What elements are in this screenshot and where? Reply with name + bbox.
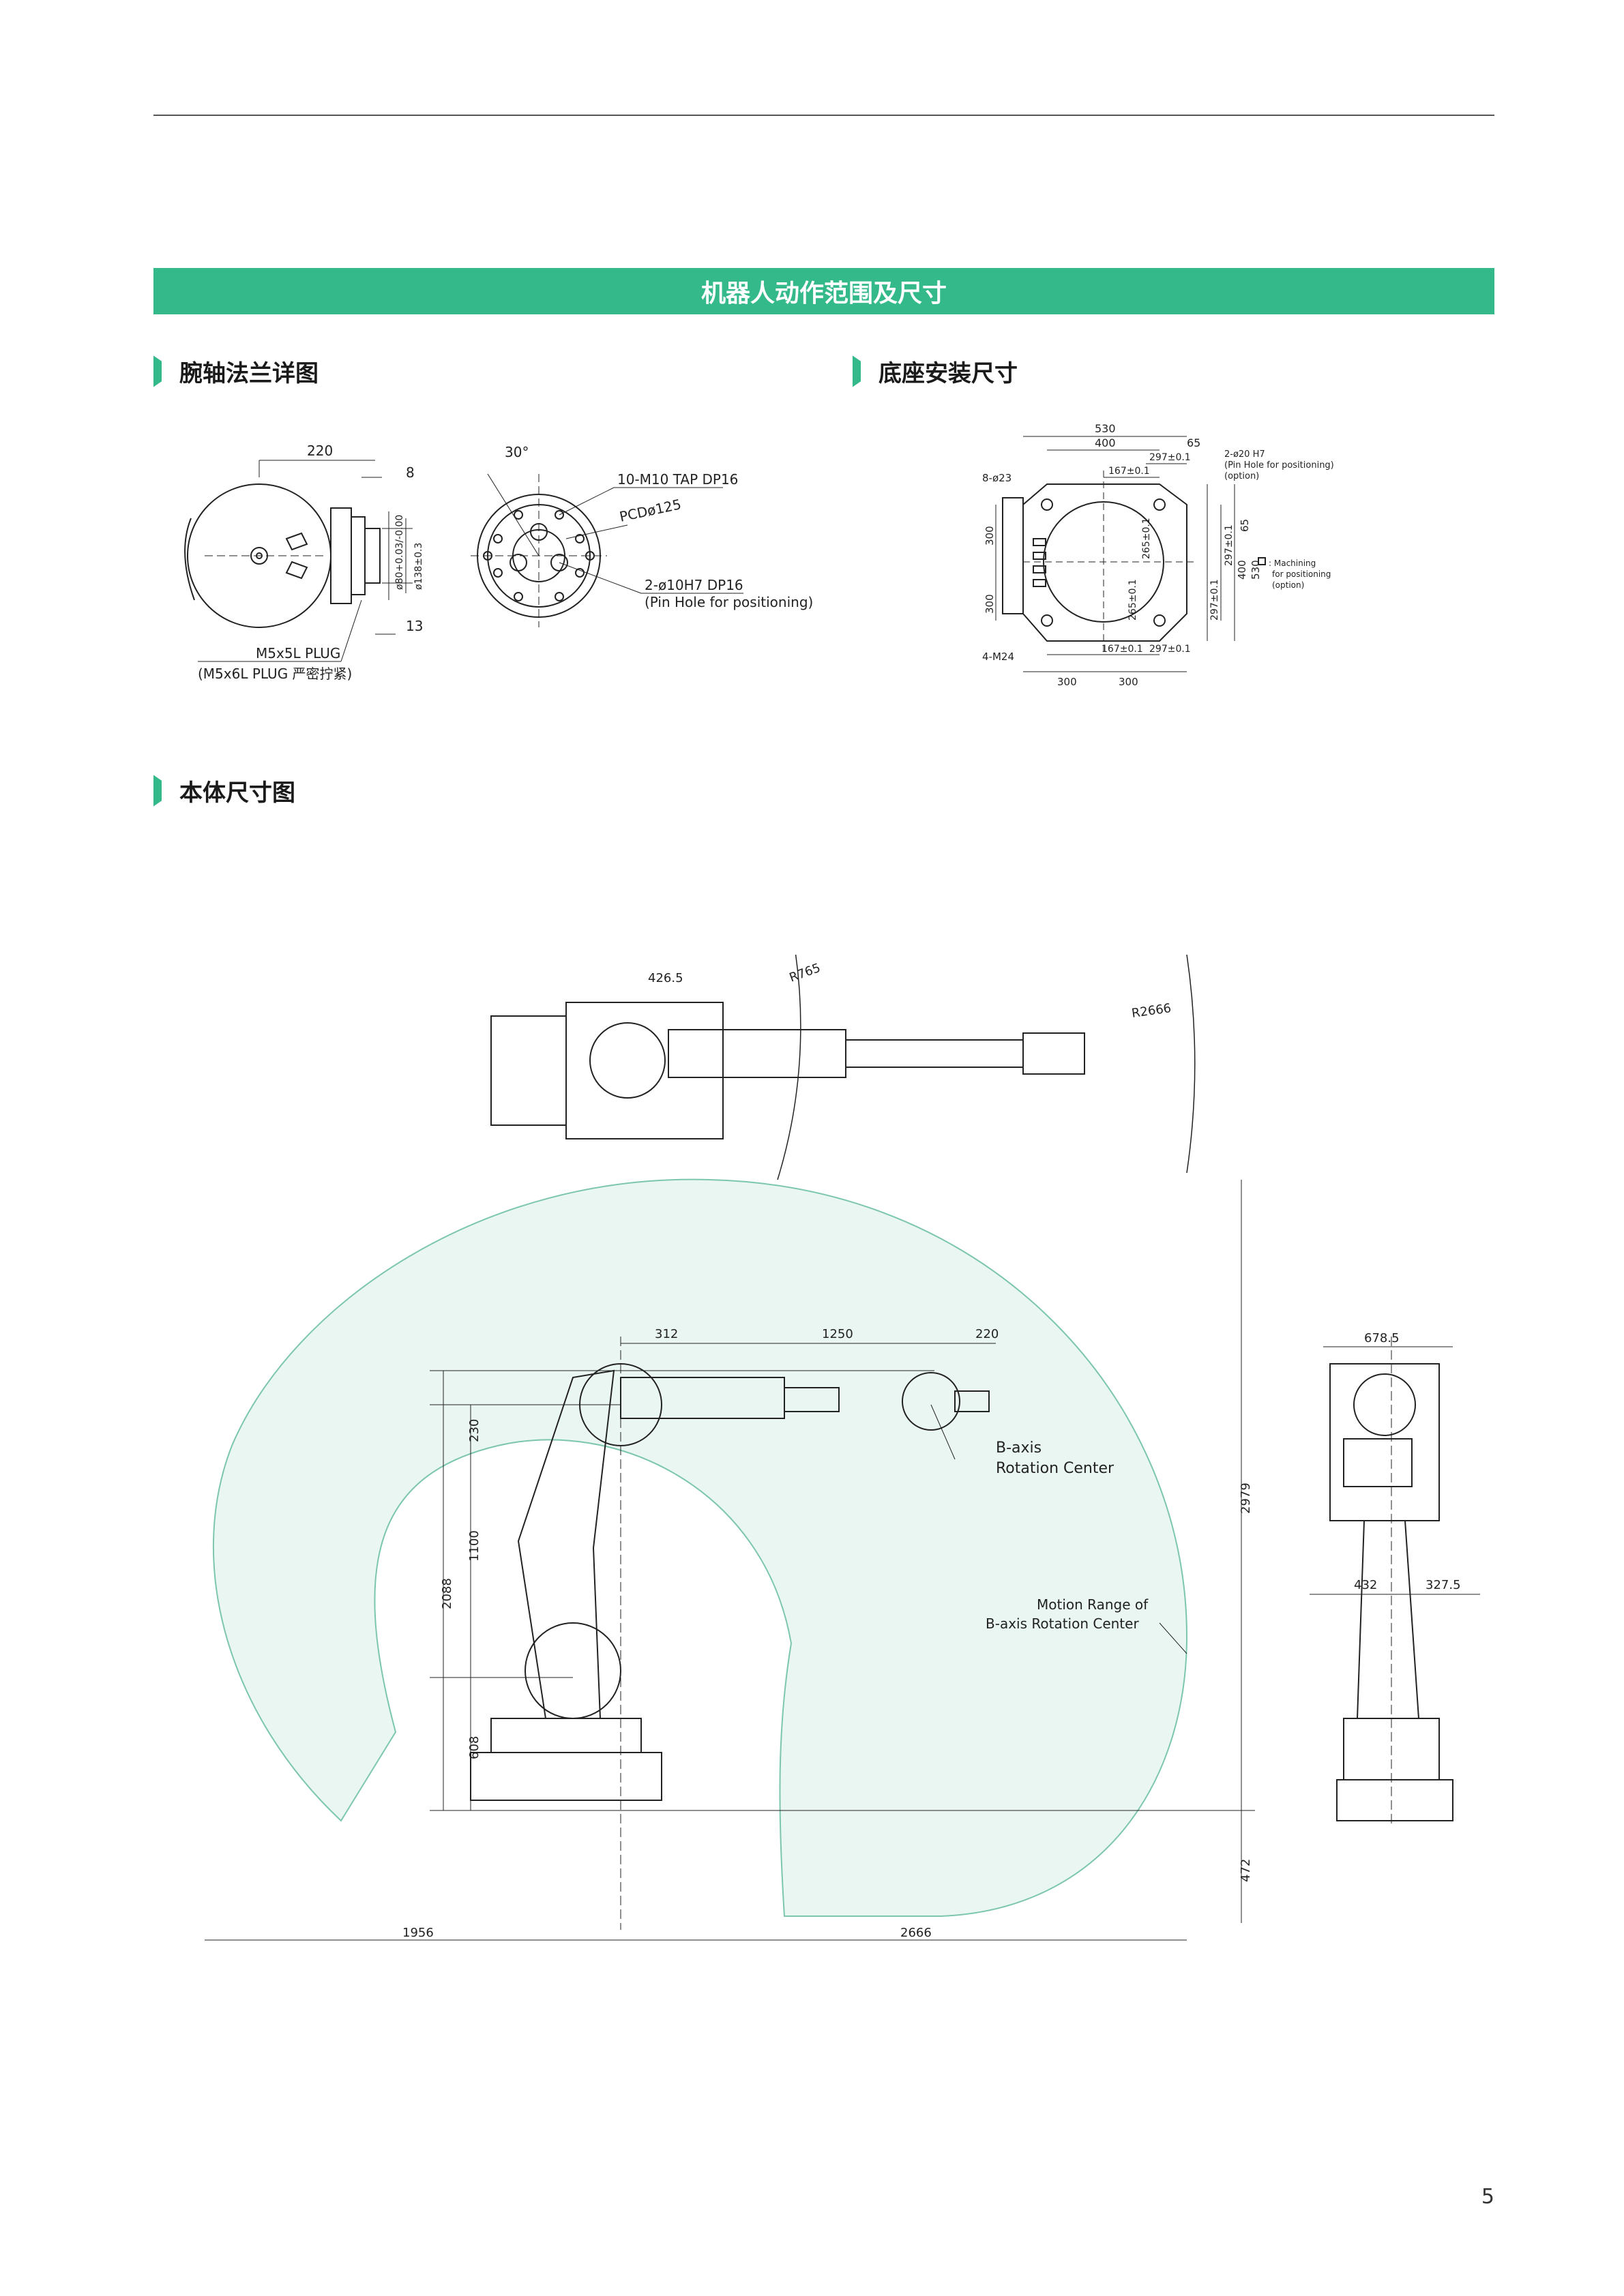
pcd-note: PCDø125 — [618, 496, 683, 525]
plug-note-2: (M5x6L PLUG 严密拧紧) — [198, 666, 352, 682]
dim-h300a: 300 — [984, 526, 996, 546]
dim-w167: 167±0.1 — [1108, 466, 1150, 477]
dim-w65: 65 — [1187, 436, 1200, 449]
dim-13: 13 — [406, 618, 423, 634]
plug-note: M5x5L PLUG — [256, 645, 340, 661]
pin-note: 2-ø10H7 DP16 — [645, 577, 743, 593]
holes-note: 8-ø23 — [982, 472, 1012, 484]
dim-h300b: 300 — [984, 594, 996, 614]
wrist-flange-drawing: 220 8 13 30° 10-M10 TAP DP16 PCDø125 2-ø… — [184, 443, 813, 682]
pin-purpose: (Pin Hole for positioning) — [645, 594, 813, 610]
dim-426-5: 426.5 — [648, 971, 683, 985]
machining-option: (option) — [1272, 580, 1304, 590]
baxis-label-2: Rotation Center — [996, 1460, 1114, 1477]
pin-purpose: (Pin Hole for positioning) — [1224, 460, 1334, 471]
baxis-label: B-axis — [996, 1440, 1042, 1457]
heading-base: 底座安装尺寸 — [853, 355, 1018, 388]
motion-range-label: Motion Range of — [1037, 1596, 1149, 1613]
dim-8: 8 — [406, 464, 415, 481]
dim-b297: 297±0.1 — [1149, 644, 1191, 655]
dim-h65: 65 — [1239, 519, 1251, 532]
dim-b167: 167±0.1 — [1102, 644, 1143, 655]
dim-d80: ø80+0.03/-0.00 — [394, 515, 405, 590]
dim-2666: 2666 — [900, 1926, 932, 1940]
dim-b300b: 300 — [1119, 676, 1138, 688]
section-banner: 机器人动作范围及尺寸 — [153, 268, 1494, 314]
heading-wrist: 腕轴法兰详图 — [153, 355, 319, 388]
motion-range-area — [212, 1178, 1188, 1917]
dim-327-5: 327.5 — [1426, 1578, 1461, 1592]
dim-1100: 1100 — [467, 1530, 482, 1562]
dim-h297b: 297±0.1 — [1209, 579, 1220, 621]
heading-wrist-label: 腕轴法兰详图 — [179, 360, 319, 387]
banner-title: 机器人动作范围及尺寸 — [700, 280, 947, 308]
top-rule — [153, 115, 1494, 116]
dim-h265a: 265±0.1 — [1141, 518, 1152, 559]
dim-h265b: 265±0.1 — [1127, 579, 1138, 621]
dim-b300a: 300 — [1057, 676, 1077, 688]
dim-220: 220 — [975, 1327, 999, 1341]
heading-marker — [853, 355, 861, 387]
dim-220: 220 — [307, 443, 333, 459]
dim-1250: 1250 — [822, 1327, 853, 1341]
page-number: 5 — [1481, 2185, 1494, 2209]
tap-note: 10-M10 TAP DP16 — [617, 471, 738, 488]
machining-purpose: for positioning — [1272, 569, 1331, 579]
dim-230: 230 — [467, 1419, 482, 1442]
dim-h530: 530 — [1250, 560, 1262, 580]
heading-marker — [153, 775, 162, 807]
dim-h400: 400 — [1236, 560, 1248, 580]
motion-range-label-2: B-axis Rotation Center — [986, 1615, 1139, 1632]
machining-note: : Machining — [1269, 558, 1316, 568]
dim-1956: 1956 — [402, 1926, 434, 1940]
angle-30: 30° — [505, 444, 529, 460]
dim-w530: 530 — [1095, 422, 1116, 435]
heading-body-label: 本体尺寸图 — [179, 779, 295, 807]
dim-r2666: R2666 — [1131, 1001, 1172, 1021]
dim-608: 608 — [467, 1736, 482, 1759]
dim-r765: R765 — [788, 961, 823, 985]
dim-h297: 297±0.1 — [1224, 524, 1235, 566]
dim-w400: 400 — [1095, 436, 1116, 449]
dim-472: 472 — [1239, 1859, 1253, 1882]
dim-w297: 297±0.1 — [1149, 452, 1191, 463]
pin-option: (option) — [1224, 471, 1259, 481]
dim-312: 312 — [655, 1327, 678, 1341]
heading-body: 本体尺寸图 — [153, 774, 295, 807]
body-dimension-drawing: 426.5 R765 R2666 312 1250 220 B-axis Rot… — [205, 955, 1480, 1941]
m24-note: 4-M24 — [982, 651, 1014, 663]
dim-2088: 2088 — [440, 1578, 454, 1609]
dim-d138: ø138±0.3 — [413, 543, 424, 590]
pin-note: 2-ø20 H7 — [1224, 449, 1265, 460]
dim-432: 432 — [1354, 1578, 1377, 1592]
dim-2979: 2979 — [1239, 1482, 1253, 1514]
heading-marker — [153, 355, 162, 387]
dim-678-5: 678.5 — [1364, 1331, 1400, 1345]
heading-base-label: 底座安装尺寸 — [879, 360, 1018, 387]
base-mounting-drawing: 530 400 65 297±0.1 167±0.1 8-ø23 2-ø20 H… — [982, 422, 1334, 688]
